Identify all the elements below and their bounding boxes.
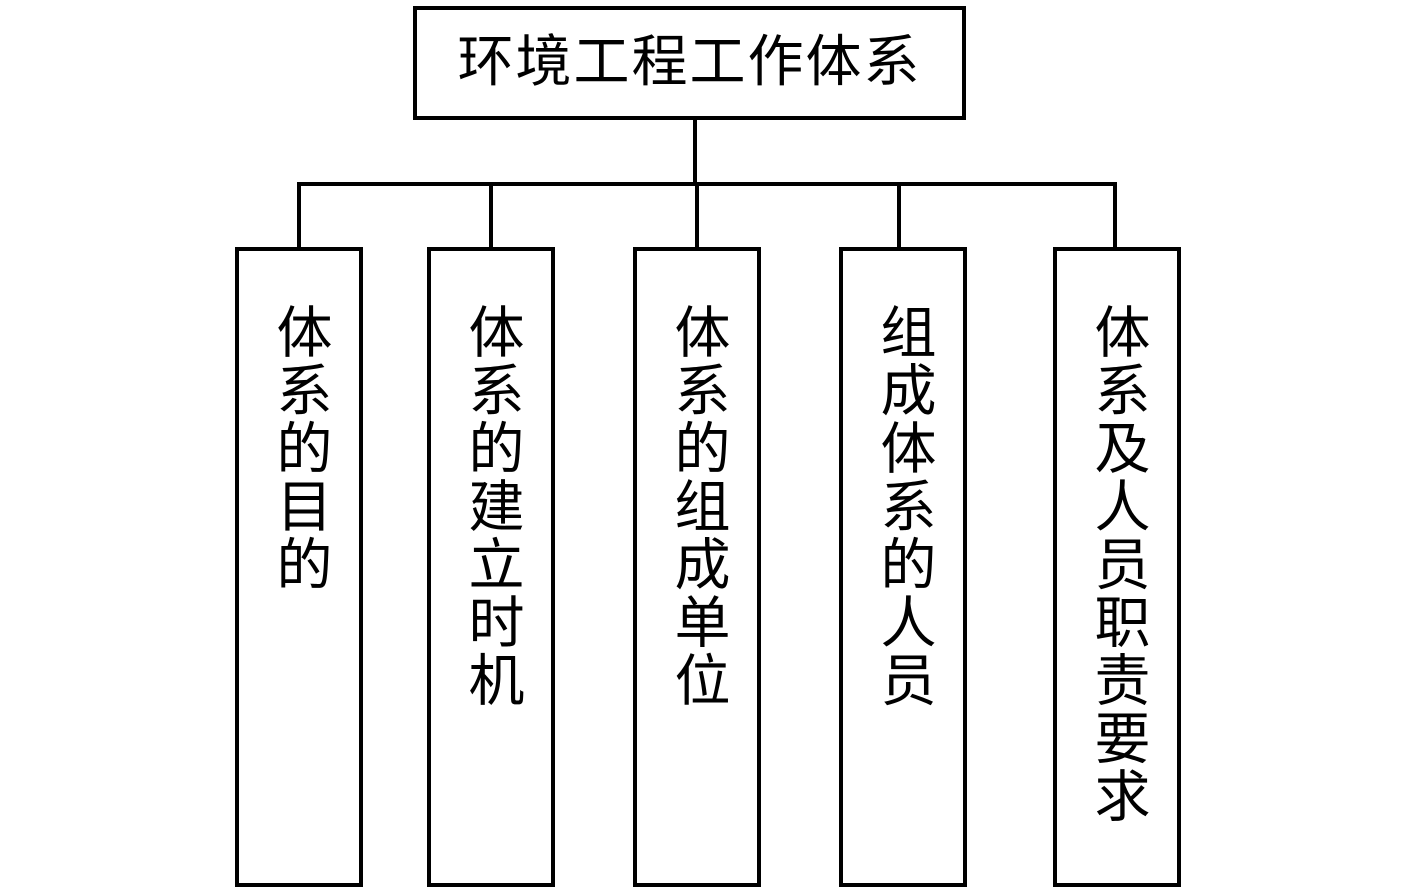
child-node-label: 体系的组成单位	[665, 303, 730, 709]
child-node-label: 体系的目的	[267, 303, 332, 593]
root-node: 环境工程工作体系	[413, 6, 966, 120]
child-node-purpose: 体系的目的	[235, 247, 363, 887]
child-node-timing: 体系的建立时机	[427, 247, 555, 887]
child-node-label: 组成体系的人员	[871, 303, 936, 709]
child-node-units: 体系的组成单位	[633, 247, 761, 887]
child-node-responsibilities: 体系及人员职责要求	[1053, 247, 1181, 887]
child-node-personnel: 组成体系的人员	[839, 247, 967, 887]
child-node-label: 体系的建立时机	[459, 303, 524, 709]
child-node-label: 体系及人员职责要求	[1085, 303, 1150, 825]
root-node-title: 环境工程工作体系	[457, 30, 922, 95]
